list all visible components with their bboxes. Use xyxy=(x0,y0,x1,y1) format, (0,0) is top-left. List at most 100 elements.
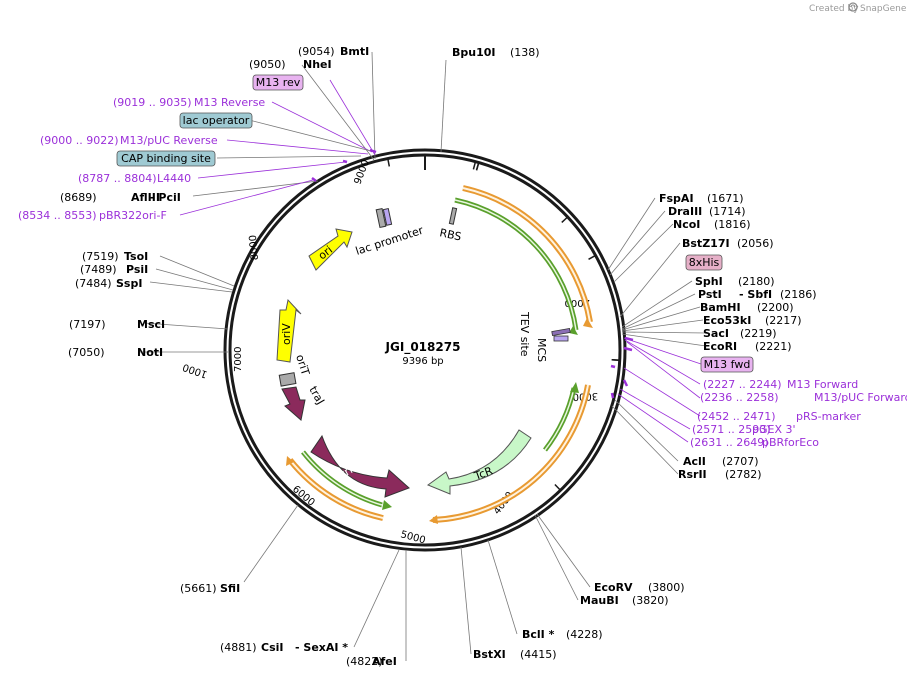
leader-line xyxy=(460,546,472,655)
label-box-bg xyxy=(685,254,723,271)
tick-label: 1000 xyxy=(181,361,209,380)
orf-arcs xyxy=(286,185,593,524)
site-position: (4881) xyxy=(220,641,257,654)
tick-label: 8000 xyxy=(248,234,261,260)
created-by-text: Created by xyxy=(809,4,859,14)
site-name: NheI xyxy=(303,58,332,71)
leader-line xyxy=(179,179,314,216)
tick-label: 2000 xyxy=(565,297,590,308)
leader-line xyxy=(623,337,702,365)
site-position: (7489) xyxy=(80,263,117,276)
label-box-bg xyxy=(179,112,253,129)
primer-name: M13 Reverse xyxy=(194,96,265,109)
site-name: BstXI xyxy=(473,648,506,661)
site-name: AflIII xyxy=(131,191,160,204)
rbs-marker xyxy=(448,207,458,225)
site-position: (2056) xyxy=(737,237,774,250)
leader-line xyxy=(626,341,701,399)
tev-site-marker xyxy=(551,328,571,336)
primer-name: pGEX 3' xyxy=(752,423,796,436)
leader-line xyxy=(621,306,701,331)
site-position: (2186) xyxy=(780,288,817,301)
site-position: (2219) xyxy=(740,327,777,340)
backbone-outer xyxy=(223,148,627,552)
site-name: MauBI xyxy=(580,594,619,607)
m13-rev-label: M13 rev xyxy=(256,76,301,89)
primer-range: (2452 .. 2471) xyxy=(697,410,776,423)
lac-operator-marker xyxy=(382,207,393,226)
leader-line xyxy=(623,367,701,417)
plasmid-length: 9396 bp xyxy=(402,356,443,367)
mcs-label: MCS xyxy=(535,338,548,362)
snapgene-logo-icon xyxy=(848,2,858,12)
leader-line xyxy=(624,339,701,385)
site-name-extra: - PciI xyxy=(150,191,181,204)
site-position: (5661) xyxy=(180,582,217,595)
primer-site-marker xyxy=(623,346,633,352)
tev-site-label: TEV site xyxy=(518,311,531,357)
site-name: Bpu10I xyxy=(452,46,496,59)
site-name: BstZ17I xyxy=(682,237,730,250)
site-position: (2180) xyxy=(738,275,775,288)
leader-line xyxy=(621,280,693,328)
plasmid-name: JGI_018275 xyxy=(385,340,461,355)
leader-line xyxy=(621,333,707,347)
orit-label: oriT xyxy=(293,353,312,377)
primer-site-marker xyxy=(610,364,616,369)
orit-marker xyxy=(278,372,297,387)
site-name: NcoI xyxy=(673,218,700,231)
site-position: (4415) xyxy=(520,648,557,661)
primer-site-marker xyxy=(610,392,615,399)
site-position: (2707) xyxy=(722,455,759,468)
leader-line xyxy=(621,293,696,330)
primer-range: (2227 .. 2244) xyxy=(703,378,782,391)
leader-line xyxy=(197,161,347,179)
leader-line xyxy=(621,331,707,334)
site-name: MscI xyxy=(137,318,165,331)
mcs-marker xyxy=(553,335,569,342)
site-name: DraIII xyxy=(668,205,702,218)
oriv-label: oriV xyxy=(280,323,293,345)
leader-line xyxy=(621,319,704,332)
leader-line xyxy=(371,51,376,160)
site-position: (7050) xyxy=(68,346,105,359)
site-name: SfiI xyxy=(220,582,240,595)
primer-range: (2631 .. 2649) xyxy=(690,436,769,449)
primer-name: pBR322ori-F xyxy=(99,209,167,222)
site-position: (7519) xyxy=(82,250,119,263)
site-name: PsiI xyxy=(126,263,148,276)
leader-line xyxy=(619,242,681,318)
tick-label: 7000 xyxy=(233,347,244,372)
leader-line xyxy=(143,322,229,330)
m13-fwd-label: M13 fwd xyxy=(704,358,751,371)
his8-label: 8xHis xyxy=(689,256,720,269)
site-position: (2782) xyxy=(725,468,762,481)
leader-line xyxy=(536,513,591,588)
site-name: BmtI xyxy=(340,45,369,58)
site-position: (7197) xyxy=(69,318,106,331)
site-name: BclI * xyxy=(522,628,555,641)
site-position: (4822) xyxy=(346,655,383,668)
leader-line xyxy=(534,514,579,601)
leader-line xyxy=(329,79,376,156)
snapgene-name: SnapGene xyxy=(860,4,907,14)
leader-line xyxy=(611,405,679,475)
leader-line xyxy=(155,268,234,291)
site-name: PstI xyxy=(698,288,722,301)
site-position: (8689) xyxy=(60,191,97,204)
site-name: SacI xyxy=(703,327,729,340)
site-name: AfeI xyxy=(372,655,397,668)
leader-line xyxy=(243,504,299,583)
label-box-bg xyxy=(252,74,304,91)
site-position: (2221) xyxy=(755,340,792,353)
site-name: EcoRV xyxy=(594,581,633,594)
labels: Bpu10I(138)FspAI(1671)DraIII(1714)NcoI(1… xyxy=(18,45,907,668)
leader-line xyxy=(619,388,691,430)
site-position: (9054) xyxy=(298,45,335,58)
ori-feature xyxy=(308,228,353,271)
leader-line xyxy=(216,155,362,159)
primer-range: (2571 .. 2593) xyxy=(692,423,771,436)
traj-label: traJ xyxy=(306,384,327,407)
oriv-feature xyxy=(276,298,302,363)
